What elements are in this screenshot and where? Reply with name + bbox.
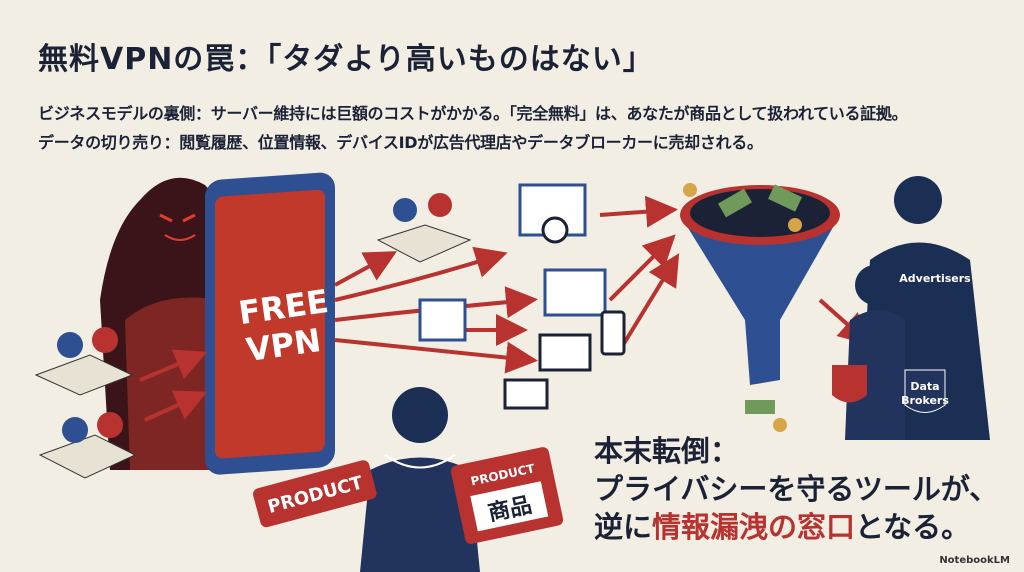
data-brokers-label-2: Brokers — [901, 394, 949, 407]
conclusion-text: 本末転倒： プライバシーを守るツールが、 逆に情報漏洩の窓口となる。 — [594, 432, 998, 546]
tablet-icon — [503, 378, 549, 410]
badge-icon — [418, 298, 467, 342]
clock-history-icon — [541, 216, 569, 244]
data-brokers-label-1: Data — [910, 380, 939, 393]
id-card-icon — [543, 268, 607, 317]
location-pins — [34, 193, 472, 479]
data-selling-text: データの切り売り：閲覧履歴、位置情報、デバイスIDが広告代理店やデータブローカー… — [38, 133, 763, 152]
conclusion-line-2: プライバシーを守るツールが、 — [594, 472, 999, 506]
free-vpn-phone: FREE VPN — [205, 172, 335, 475]
conclusion-line-3: 逆に情報漏洩の窓口となる。 — [594, 508, 998, 546]
money-funnel — [680, 183, 840, 432]
notebooklm-brand: NotebookLM — [939, 555, 1010, 566]
conclusion-post: となる。 — [855, 510, 971, 544]
product-tag-right: PRODUCT 商品 — [450, 447, 564, 544]
buyers-silhouettes: Advertisers Data Brokers — [832, 176, 990, 440]
conclusion-pre: 逆に — [594, 510, 653, 544]
page-title: 無料VPNの罠：「タダより高いものはない」 — [38, 42, 654, 77]
laptop-icon — [538, 333, 592, 372]
business-model-text: ビジネスモデルの裏側：サーバー維持には巨額のコストがかかる。「完全無料」は、あな… — [38, 104, 908, 123]
conclusion-highlight: 情報漏洩の窓口 — [652, 510, 856, 544]
phone-icon — [600, 310, 626, 356]
advertisers-label: Advertisers — [899, 272, 971, 285]
conclusion-line-1: 本末転倒： — [594, 434, 740, 468]
device-icons — [418, 183, 626, 410]
person-as-product: PRODUCT PRODUCT 商品 — [253, 387, 564, 572]
